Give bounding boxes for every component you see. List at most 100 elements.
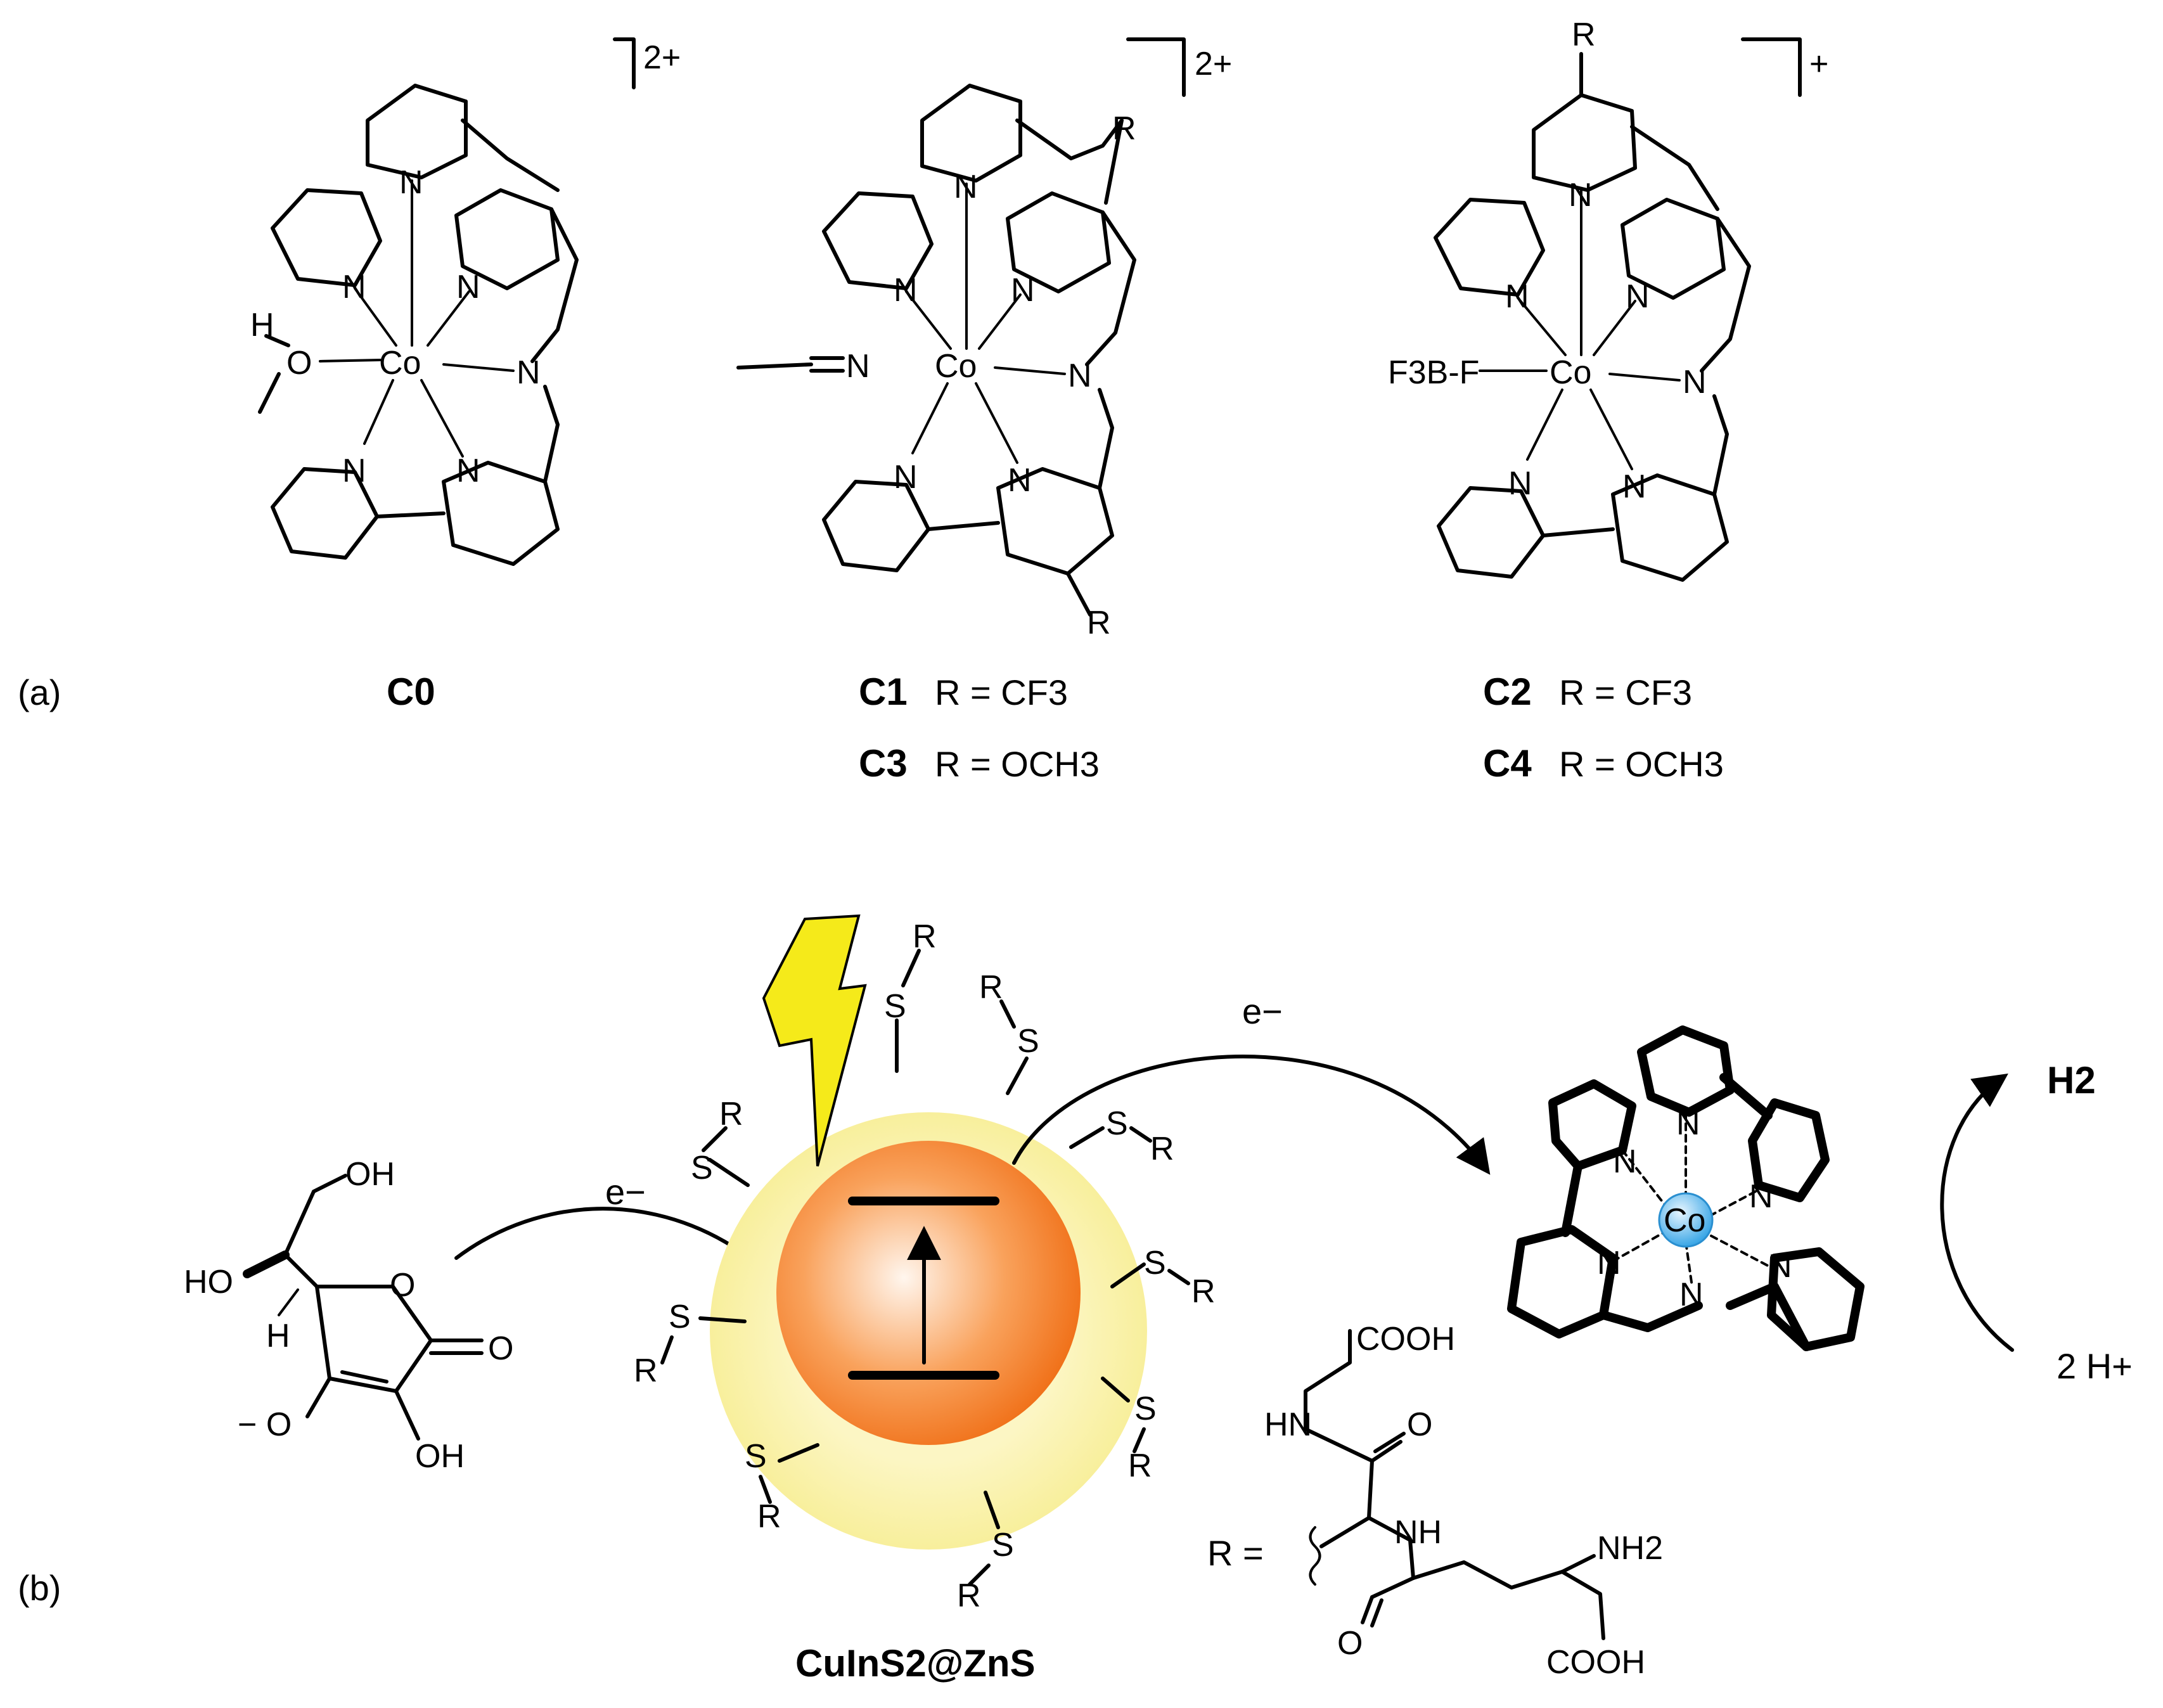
quantum-dot: CuInS2@ZnS (710, 1112, 1147, 1685)
pyridine-ring (822, 191, 934, 290)
electron-label-out: e− (1242, 991, 1283, 1031)
r-nh: NH (1394, 1514, 1442, 1551)
panel-b-label: (b) (18, 1568, 61, 1608)
svg-text:R: R (634, 1352, 658, 1389)
charge-bracket (1741, 37, 1802, 97)
atom-n: N (1569, 177, 1593, 214)
catalyst-n: N (1676, 1105, 1700, 1142)
atom-n: N (456, 269, 480, 305)
atom-o: O (286, 345, 312, 382)
svg-text:S: S (1134, 1390, 1157, 1427)
ascorbate-molecule: OH HO H O O − O OH (184, 1156, 513, 1475)
thiol-ligand: SR (957, 1491, 1014, 1614)
atom-co: Co (379, 345, 421, 382)
svg-text:S: S (1144, 1245, 1166, 1281)
atom-n: N (399, 164, 423, 201)
charge-bracket (1126, 37, 1186, 97)
compound-c3-name: C3 (859, 742, 908, 785)
pyridine-ring (1637, 1025, 1735, 1117)
ascorbate-carbonyl-o: O (488, 1330, 513, 1367)
pyridine-ring (1767, 1247, 1865, 1351)
atom-n: N (1505, 278, 1529, 315)
atom-n: N (342, 269, 366, 305)
atom-n: N (1626, 278, 1650, 315)
compound-c0-name: C0 (387, 671, 435, 713)
charge-c2: + (1809, 46, 1828, 82)
ascorbate-oh-bottom: OH (415, 1438, 465, 1475)
r-hn: HN (1264, 1406, 1312, 1443)
catalyst-n: N (1679, 1276, 1704, 1313)
svg-text:R: R (1128, 1448, 1152, 1484)
charge-bracket (613, 37, 636, 89)
complex-c0: 2+ H O (250, 37, 681, 713)
catalyst-n: N (1613, 1143, 1637, 1180)
thiol-ligand: SR (691, 1096, 750, 1187)
svg-text:S: S (669, 1299, 691, 1335)
thiol-ligand: SR (884, 918, 937, 1073)
thiol-ligand: SR (1101, 1377, 1157, 1484)
thiol-ligand: SR (1110, 1245, 1216, 1310)
pyridine-ring (1611, 473, 1729, 582)
atom-n: N (1622, 468, 1646, 505)
compound-c3-r: R = OCH3 (935, 744, 1100, 784)
atom-n: N (1508, 465, 1532, 502)
atom-r: R (1087, 605, 1111, 641)
compound-c1-r: R = CF3 (935, 672, 1068, 712)
atom-n: N (846, 348, 870, 385)
panel-a-label: (a) (18, 672, 61, 712)
complex-c1-c3: 2+ N Co N N N N (736, 37, 1232, 785)
r-o-amide1: O (1407, 1406, 1432, 1443)
pyridine-ring (271, 188, 382, 287)
svg-text:R: R (757, 1498, 781, 1535)
svg-text:S: S (1017, 1023, 1039, 1060)
pyridine-ring (1748, 1098, 1830, 1202)
panel-a: (a) 2+ (18, 16, 1828, 785)
compound-c4-name: C4 (1483, 742, 1532, 785)
atom-n: N (894, 272, 918, 309)
compound-c1-label: C1 R = CF3 (859, 671, 1068, 713)
ascorbate-ho: HO (184, 1264, 233, 1300)
pyridine-ring (454, 188, 560, 290)
h2-evolution-arrow (1940, 1073, 2014, 1352)
atom-n: N (1683, 364, 1707, 401)
pyridine-ring (1532, 93, 1637, 192)
bf-ligand: F3B-F (1388, 354, 1479, 391)
compound-c2-name: C2 (1483, 671, 1532, 713)
svg-text:R: R (719, 1096, 743, 1133)
atom-n: N (517, 354, 541, 391)
pyridine-ring (1621, 198, 1726, 300)
atom-n: N (894, 459, 918, 496)
catalyst-n: N (1768, 1248, 1792, 1285)
svg-text:S: S (691, 1150, 713, 1186)
catalyst-n: N (1749, 1178, 1773, 1215)
h2-label: H2 (2047, 1059, 2096, 1101)
ascorbate-o-minus: − O (238, 1406, 292, 1443)
cuins2-core (776, 1141, 1081, 1445)
quantum-dot-label: CuInS2@ZnS (795, 1642, 1036, 1685)
svg-text:S: S (884, 988, 906, 1025)
compound-c1-name: C1 (859, 671, 908, 713)
r-cooh-bottom: COOH (1546, 1644, 1645, 1681)
catalyst-n: N (1597, 1245, 1621, 1281)
r-nh2: NH2 (1597, 1530, 1663, 1567)
thiol-ligand: SR (745, 1438, 819, 1535)
ascorbate-h: H (266, 1318, 290, 1354)
protons-label: 2 H+ (2057, 1346, 2133, 1386)
thiol-ligand: SR (634, 1299, 747, 1389)
electron-arrow-out (1012, 1055, 1491, 1175)
atom-r: R (1572, 16, 1596, 53)
compound-c2-r: R = CF3 (1559, 672, 1692, 712)
r-equals: R = (1207, 1533, 1264, 1573)
atom-co: Co (1550, 354, 1591, 391)
pyridine-ring (996, 467, 1114, 575)
thiol-ligand: SR (979, 969, 1039, 1095)
svg-text:R: R (957, 1577, 981, 1614)
charge-c1: 2+ (1195, 46, 1232, 82)
pyridine-ring (920, 84, 1022, 183)
pyridine-ring (1434, 198, 1545, 297)
complex-c2-c4: + R F3B-F Co N N N N N N (1388, 16, 1828, 785)
atom-n: N (954, 169, 978, 205)
compound-c3-label: C3 R = OCH3 (859, 742, 1100, 785)
atom-n: N (1068, 357, 1092, 394)
atom-n: N (1011, 272, 1035, 309)
